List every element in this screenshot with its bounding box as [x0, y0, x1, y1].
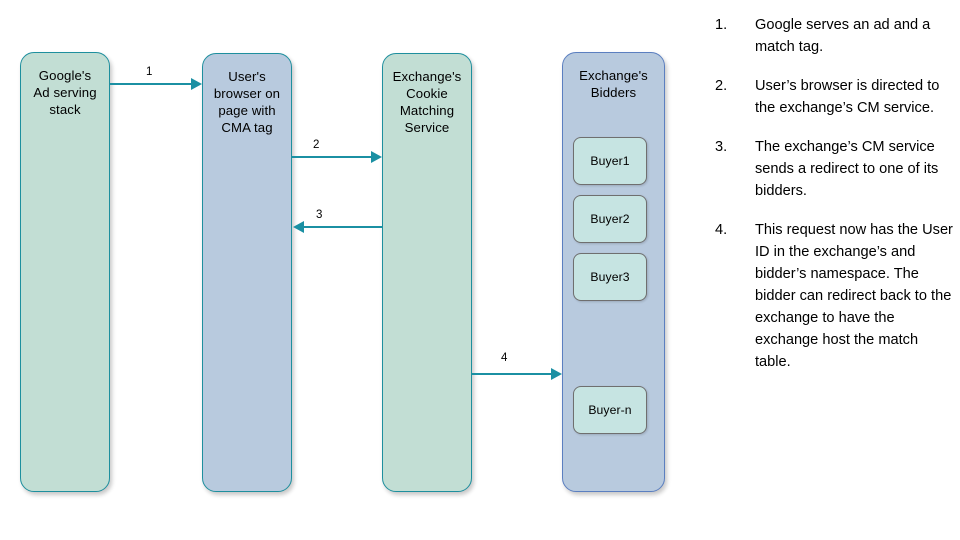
- lane-label: Exchange's Bidders: [579, 68, 648, 100]
- step-number: 3.: [715, 139, 728, 155]
- lane-label: User's browser on page with CMA tag: [213, 69, 281, 135]
- connector-4-line: [472, 373, 552, 375]
- steps-list: 1. Google serves an ad and a match tag. …: [707, 14, 953, 390]
- step-item-4: 4. This request now has the User ID in t…: [707, 219, 953, 373]
- buyer-label: Buyer3: [590, 269, 630, 284]
- connector-1-label: 1: [146, 66, 153, 78]
- connector-4-arrowhead-icon: [551, 368, 562, 380]
- step-item-3: 3. The exchange’s CM service sends a red…: [707, 136, 953, 202]
- step-number: 4.: [715, 222, 728, 238]
- step-text: Google serves an ad and a match tag.: [755, 17, 931, 55]
- connector-2-label: 2: [313, 139, 320, 151]
- connector-2-arrowhead-icon: [371, 151, 382, 163]
- connector-2-line: [292, 156, 372, 158]
- connector-4-label: 4: [501, 352, 508, 364]
- lane-google-ad-serving-stack: Google's Ad serving stack: [20, 52, 110, 492]
- connector-3-arrowhead-icon: [293, 221, 304, 233]
- buyer-label: Buyer1: [590, 153, 630, 168]
- step-item-2: 2. User’s browser is directed to the exc…: [707, 75, 953, 119]
- buyer-chip-1[interactable]: Buyer1: [573, 137, 647, 185]
- connector-3-line: [304, 226, 382, 228]
- buyer-chip-n[interactable]: Buyer-n: [573, 386, 647, 434]
- lane-label: Exchange's Cookie Matching Service: [392, 69, 462, 135]
- buyer-label: Buyer2: [590, 211, 630, 226]
- connector-1-arrowhead-icon: [191, 78, 202, 90]
- buyer-chip-3[interactable]: Buyer3: [573, 253, 647, 301]
- connector-3-label: 3: [316, 209, 323, 221]
- buyer-label: Buyer-n: [588, 402, 632, 417]
- lane-user-browser: User's browser on page with CMA tag: [202, 53, 292, 492]
- buyer-chip-2[interactable]: Buyer2: [573, 195, 647, 243]
- lane-exchange-bidders: Exchange's Bidders Buyer1 Buyer2 Buyer3 …: [562, 52, 665, 492]
- step-item-1: 1. Google serves an ad and a match tag.: [707, 14, 953, 58]
- lane-exchange-cookie-matching-service: Exchange's Cookie Matching Service: [382, 53, 472, 492]
- lane-label: Google's Ad serving stack: [33, 68, 97, 117]
- step-number: 1.: [715, 17, 728, 33]
- step-number: 2.: [715, 78, 728, 94]
- step-text: User’s browser is directed to the exchan…: [755, 78, 940, 116]
- step-text: This request now has the User ID in the …: [755, 222, 953, 370]
- connector-1-line: [110, 83, 192, 85]
- step-text: The exchange’s CM service sends a redire…: [755, 139, 939, 199]
